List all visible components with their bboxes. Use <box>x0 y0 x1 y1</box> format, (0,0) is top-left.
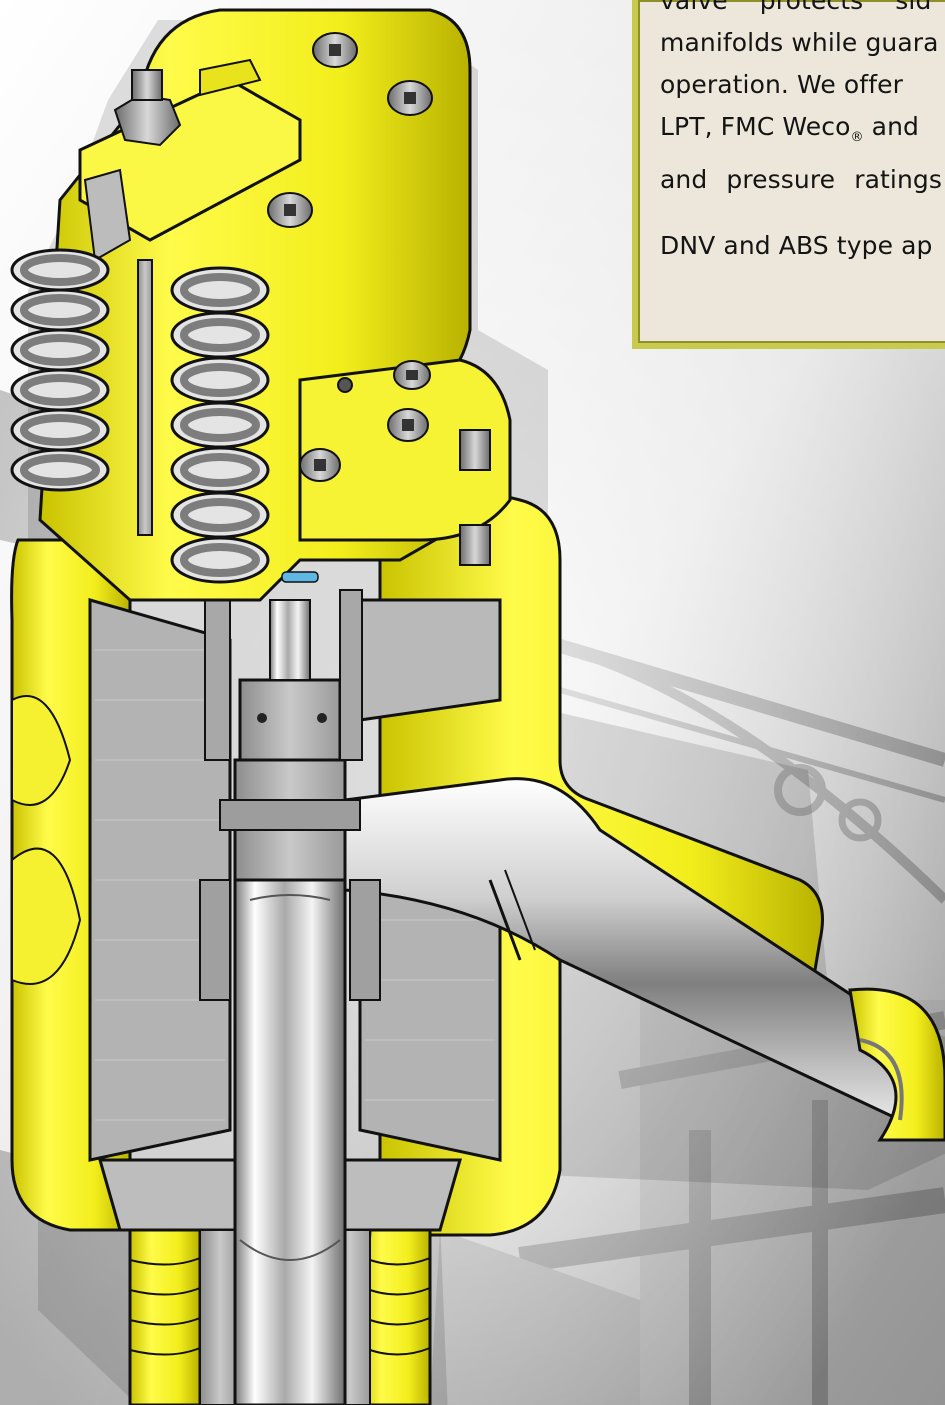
callout-line-4-end: and <box>863 112 919 141</box>
description-text: valve protects sid manifolds while guara… <box>660 0 945 267</box>
callout-line-1: valve protects sid <box>660 0 932 15</box>
paragraph-gap <box>660 201 945 225</box>
callout-line-3: operation. We offer <box>660 70 903 99</box>
callout-line-2: manifolds while guara <box>660 28 939 57</box>
callout-line-5: and pressure ratings <box>660 165 942 194</box>
callout-line-6: DNV and ABS type ap <box>660 231 933 260</box>
callout-line-4: LPT, FMC Weco® and <box>660 106 945 159</box>
registered-mark: ® <box>850 130 864 145</box>
callout-line-4-text: LPT, FMC Weco <box>660 112 851 141</box>
description-callout: valve protects sid manifolds while guara… <box>632 0 945 349</box>
